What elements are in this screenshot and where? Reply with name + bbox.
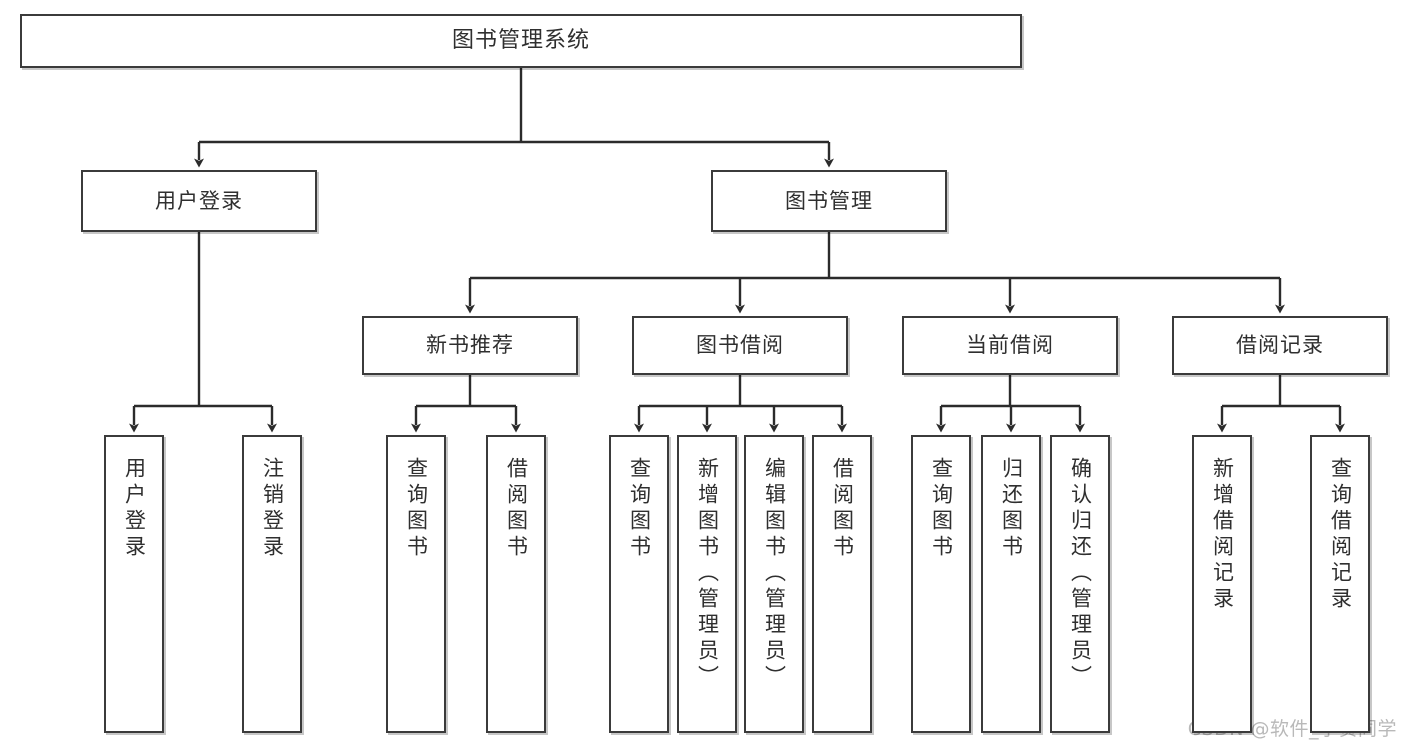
- node-user-login[interactable]: 用户登录: [81, 170, 317, 232]
- node-label: 新增借阅记录: [1210, 457, 1235, 613]
- node-label: 查询图书: [404, 457, 429, 561]
- node-label: 查询图书: [627, 457, 652, 561]
- node-label: 查询借阅记录: [1328, 457, 1353, 613]
- node-leaf-user-login[interactable]: 用户登录: [104, 435, 164, 733]
- node-borrow-record[interactable]: 借阅记录: [1172, 316, 1388, 375]
- node-leaf-borrow-book-1[interactable]: 借阅图书: [486, 435, 546, 733]
- node-label: 图书借阅: [696, 333, 784, 358]
- node-new-book-recommend[interactable]: 新书推荐: [362, 316, 578, 375]
- node-label: 图书管理: [785, 188, 873, 213]
- node-label: 归还图书: [999, 457, 1024, 561]
- node-leaf-query-book-2[interactable]: 查询图书: [609, 435, 669, 733]
- node-leaf-borrow-book-2[interactable]: 借阅图书: [812, 435, 872, 733]
- node-label: 用户登录: [155, 188, 243, 213]
- node-label: 编辑图书（管理员）: [762, 457, 787, 691]
- node-label: 新增图书（管理员）: [695, 457, 720, 691]
- node-leaf-add-record[interactable]: 新增借阅记录: [1192, 435, 1252, 733]
- node-leaf-query-book-1[interactable]: 查询图书: [386, 435, 446, 733]
- node-label: 新书推荐: [426, 333, 514, 358]
- node-label: 注销登录: [260, 457, 285, 561]
- node-leaf-return-book[interactable]: 归还图书: [981, 435, 1041, 733]
- node-book-borrow[interactable]: 图书借阅: [632, 316, 848, 375]
- node-label: 借阅图书: [830, 457, 855, 561]
- node-leaf-query-book-3[interactable]: 查询图书: [911, 435, 971, 733]
- node-label: 当前借阅: [966, 333, 1054, 358]
- node-leaf-edit-book[interactable]: 编辑图书（管理员）: [744, 435, 804, 733]
- node-label: 用户登录: [122, 457, 147, 561]
- node-leaf-add-book[interactable]: 新增图书（管理员）: [677, 435, 737, 733]
- node-label: 查询图书: [929, 457, 954, 561]
- node-leaf-query-record[interactable]: 查询借阅记录: [1310, 435, 1370, 733]
- node-root[interactable]: 图书管理系统: [20, 14, 1022, 68]
- node-leaf-confirm-return[interactable]: 确认归还（管理员）: [1050, 435, 1110, 733]
- node-book-manage[interactable]: 图书管理: [711, 170, 947, 232]
- node-label: 确认归还（管理员）: [1068, 457, 1093, 691]
- node-label: 借阅记录: [1236, 333, 1324, 358]
- node-label: 图书管理系统: [451, 28, 590, 54]
- node-label: 借阅图书: [504, 457, 529, 561]
- node-current-borrow[interactable]: 当前借阅: [902, 316, 1118, 375]
- node-leaf-user-logout[interactable]: 注销登录: [242, 435, 302, 733]
